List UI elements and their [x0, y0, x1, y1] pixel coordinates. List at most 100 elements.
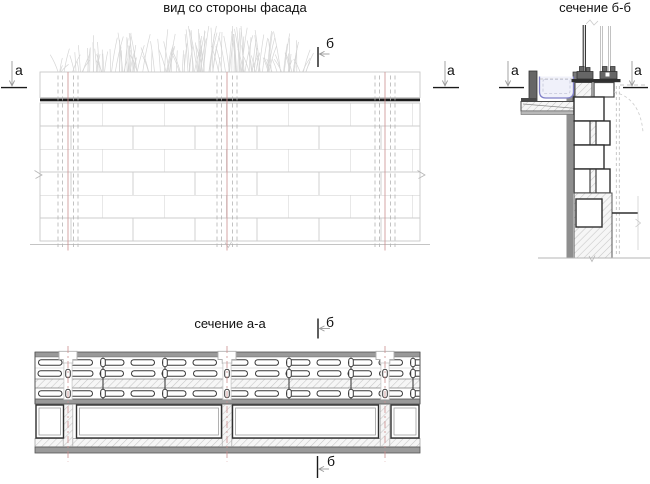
grass-blade	[49, 54, 59, 73]
insulation-dashed-lines	[615, 86, 620, 256]
grass-blade	[102, 53, 105, 73]
window-frame-right-nubs	[602, 66, 616, 72]
aa-planter-boxes	[35, 404, 420, 439]
block-void-oval	[255, 370, 280, 377]
grass-blade	[59, 57, 63, 73]
facade-view	[30, 25, 430, 251]
block-void-oval	[130, 390, 155, 397]
aa-hollow-block-rows	[8, 359, 420, 397]
block-void-oval	[37, 370, 62, 377]
grass-blade	[92, 42, 94, 73]
grass-blade	[210, 27, 214, 73]
grass-blade	[244, 35, 254, 73]
aa-block-ties	[100, 357, 416, 399]
section-a-arrowhead	[628, 80, 636, 87]
grass-blade	[268, 38, 272, 73]
grass-blade	[132, 44, 137, 73]
block-void-hatch	[590, 170, 596, 192]
grass-blade	[208, 32, 218, 73]
grass-blade	[195, 44, 204, 73]
planter-inner-dashed	[542, 79, 571, 94]
break-symbol-top	[585, 19, 599, 26]
grass-blade	[190, 30, 193, 73]
grass-blade	[223, 35, 230, 73]
glazing-frame-lines	[582, 25, 586, 72]
block-void-oval	[347, 370, 372, 377]
block-void-oval	[254, 390, 279, 397]
section-b-arrowhead	[318, 325, 325, 332]
grass-blade	[273, 58, 282, 73]
ground-break-symbol-facade	[224, 241, 232, 249]
block-void-oval	[68, 390, 93, 397]
grass-blade	[287, 59, 293, 73]
grass-blade	[251, 39, 257, 73]
marker-letter-b-aa-bottom: б	[327, 453, 336, 469]
section-bb-view	[520, 19, 650, 263]
marker-letter-b-aa-top: б	[326, 314, 335, 330]
grass-blade	[133, 57, 137, 73]
grass-blade	[248, 37, 252, 73]
grass-blade	[266, 30, 272, 73]
tie-joint-oval	[286, 368, 292, 379]
facade-axis-lines	[67, 72, 386, 251]
grass-blade	[292, 44, 299, 73]
planter-box-inner	[79, 407, 219, 436]
shelf-slope-line	[522, 103, 584, 110]
grass-blade	[59, 65, 63, 73]
marker-letter-b-facade: б	[326, 35, 335, 51]
facade-wall-masonry	[39, 102, 421, 242]
grass-blade	[238, 31, 242, 73]
aa-lower-band	[34, 446, 421, 454]
grass-blade	[117, 32, 124, 73]
grass-blade	[97, 41, 100, 73]
planter-box-inner	[393, 407, 417, 436]
grass-blade	[77, 45, 81, 73]
window-frame-right-notch	[605, 72, 610, 77]
grass-blade	[74, 52, 77, 73]
window-frame-left-nubs	[579, 66, 591, 72]
grass-blade	[63, 48, 70, 73]
grass-blade	[237, 27, 241, 73]
grass-blade	[81, 59, 91, 73]
planter-box-outline	[390, 404, 420, 439]
foundation-block	[575, 198, 603, 228]
grass-blade	[170, 52, 180, 73]
bb-block-stack	[573, 96, 611, 194]
grass-blade	[151, 51, 153, 73]
block-void-oval	[317, 370, 342, 377]
grass-blade	[254, 35, 259, 73]
section-b-arrowhead	[318, 51, 325, 57]
grass-blade	[212, 44, 218, 73]
grass-blade	[241, 36, 245, 73]
grass-blade	[194, 47, 201, 73]
grass-blade	[104, 51, 109, 73]
planter-box-outline	[231, 404, 380, 439]
planter-box-outline	[35, 404, 65, 439]
grass-blade	[258, 34, 265, 73]
tie-joint-oval	[100, 357, 106, 368]
grass-blade	[142, 34, 151, 73]
grass-blade	[218, 35, 226, 73]
tie-joint-oval	[162, 357, 168, 368]
marker-letter-a-facade-left: а	[15, 62, 23, 78]
grass-blade	[266, 58, 273, 73]
block-void-oval	[130, 359, 155, 366]
grass-blade	[130, 33, 138, 73]
block-void-oval	[8, 371, 32, 377]
grass-blade	[96, 54, 102, 73]
wall-break-symbol-right	[417, 170, 426, 179]
section-a-arrowhead	[8, 80, 16, 87]
tie-joint-oval	[410, 368, 416, 379]
grass-blade	[166, 47, 175, 73]
block-void-oval	[38, 359, 63, 366]
planter-box-inner	[235, 407, 376, 436]
grass-blade	[268, 45, 277, 73]
facade-title: вид со стороны фасада	[163, 0, 307, 15]
tie-joint-oval	[100, 368, 106, 379]
tie-joint-oval	[286, 388, 292, 399]
hidden-arc	[613, 91, 644, 133]
section-a-arrowhead	[441, 80, 449, 87]
parapet-cap-line	[40, 98, 420, 102]
grass-blade	[87, 47, 89, 73]
